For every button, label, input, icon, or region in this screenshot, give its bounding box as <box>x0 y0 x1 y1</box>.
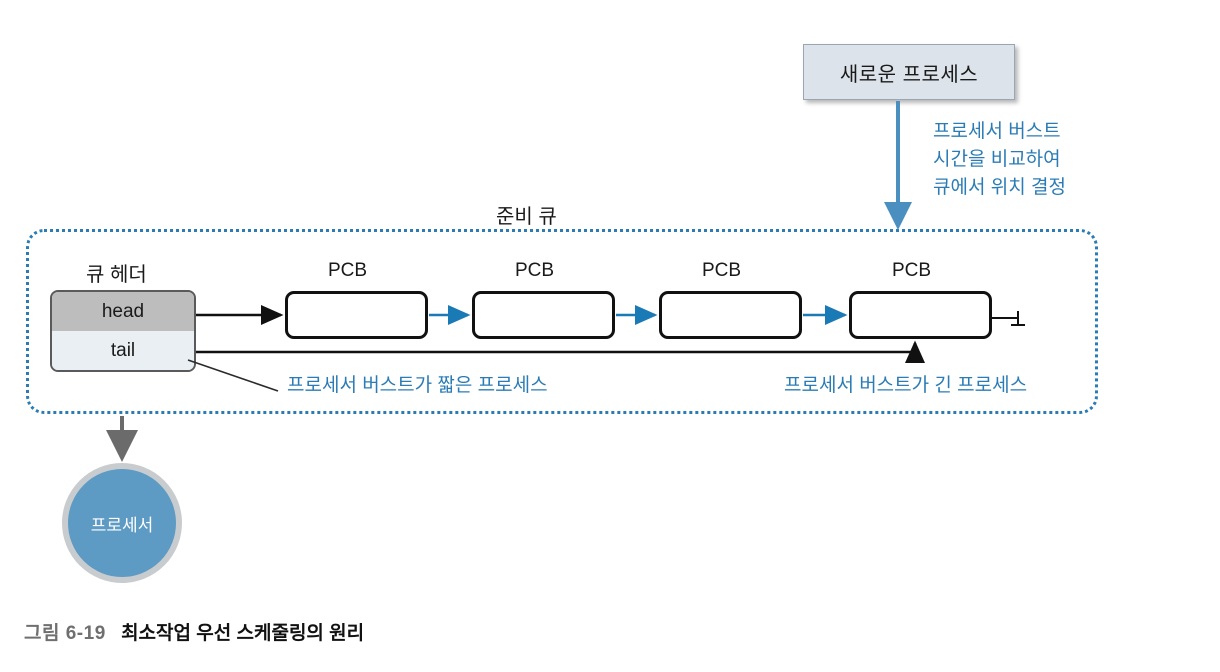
long-burst-annotation: 프로세서 버스트가 긴 프로세스 <box>784 375 1028 396</box>
pcb-label-4: PCB <box>892 260 932 281</box>
new-process-box: 새로운 프로세스 <box>803 44 1015 100</box>
pcb-box-1 <box>285 291 428 339</box>
short-burst-annotation: 프로세서 버스트가 짧은 프로세스 <box>287 375 548 396</box>
ready-queue-container <box>26 229 1098 414</box>
pcb-box-2 <box>472 291 615 339</box>
figure-caption-number: 그림 6-19 <box>24 623 106 644</box>
pcb-label-3: PCB <box>702 260 742 281</box>
new-process-annotation: 프로세서 버스트 시간을 비교하여 큐에서 위치 결정 <box>933 121 1066 198</box>
queue-header-head-cell: head <box>52 292 194 331</box>
pcb-label-2: PCB <box>515 260 555 281</box>
queue-header-tail-cell: tail <box>52 331 194 370</box>
queue-header-label: 큐 헤더 <box>86 264 147 286</box>
pcb-box-3 <box>659 291 802 339</box>
queue-header-box: head tail <box>50 290 196 372</box>
figure-caption: 그림 6-19 최소작업 우선 스케줄링의 원리 <box>24 618 364 645</box>
new-process-label: 새로운 프로세스 <box>839 63 979 86</box>
pcb-label-1: PCB <box>328 260 368 281</box>
ready-queue-label: 준비 큐 <box>496 206 557 228</box>
pcb-box-4 <box>849 291 992 339</box>
processor-node: 프로세서 <box>62 463 182 583</box>
queue-header-head-label: head <box>101 300 145 322</box>
processor-label: 프로세서 <box>90 515 154 535</box>
queue-header-tail-label: tail <box>110 339 136 361</box>
figure-caption-text: 최소작업 우선 스케줄링의 원리 <box>121 623 365 644</box>
